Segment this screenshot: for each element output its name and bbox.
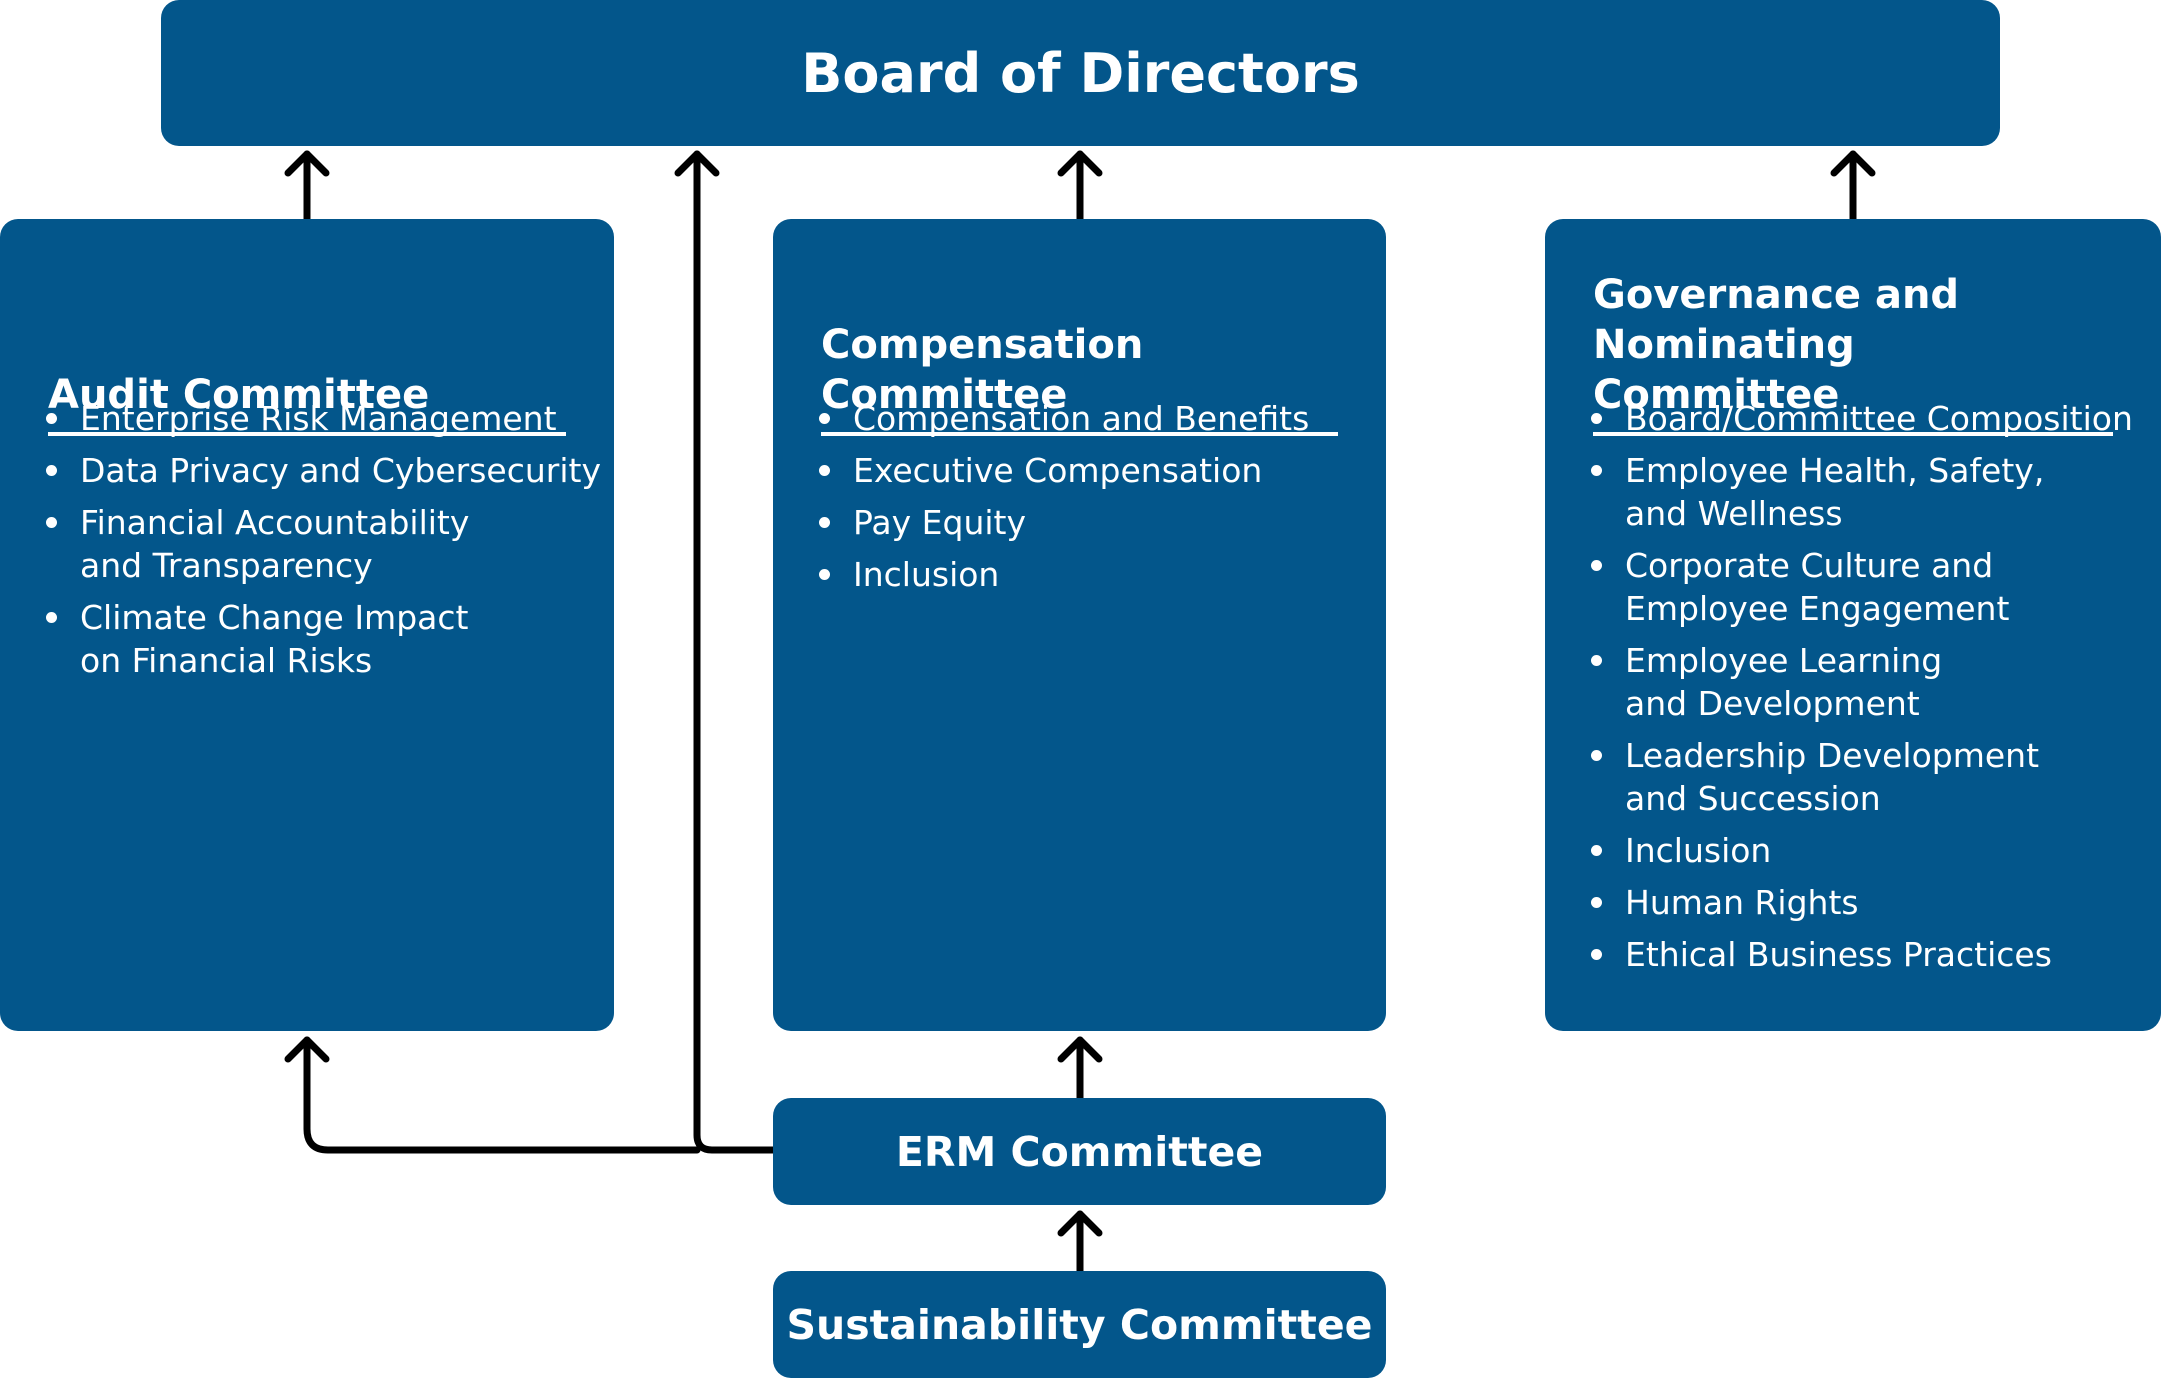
list-item: Executive Compensation (807, 449, 1382, 492)
arrowhead-governance-to-board (1830, 150, 1876, 177)
title-line: Governance and (1593, 272, 1960, 318)
list-item: Data Privacy and Cybersecurity (34, 449, 610, 492)
bullet-icon (46, 517, 57, 528)
governance-nominating-committee-box: Governance and Nominating Committee Boar… (1545, 219, 2161, 1031)
arrowhead-audit-to-board (284, 150, 330, 177)
bullet-icon (819, 517, 830, 528)
arrowhead-compensation-to-board (1057, 150, 1103, 177)
bullet-icon (819, 413, 830, 424)
bullet-icon (1591, 750, 1602, 761)
bullet-icon (1591, 845, 1602, 856)
arrowhead-sustainability-to-erm (1057, 1210, 1103, 1237)
bullet-icon (819, 569, 830, 580)
committee-title: Governance and Nominating Committee (1593, 270, 2113, 420)
arrow-erm-to-audit (303, 1036, 701, 1154)
committee-title-rule: Compensation Committee (821, 320, 1338, 436)
sustainability-committee-label: Sustainability Committee (786, 1300, 1373, 1349)
title-line: Audit Committee (48, 372, 430, 418)
title-line: Nominating Committee (1593, 322, 1855, 418)
arrowhead-erm-to-audit (284, 1036, 330, 1063)
sustainability-committee-box: Sustainability Committee (773, 1271, 1386, 1378)
bullet-icon (46, 413, 57, 424)
committee-title-rule: Governance and Nominating Committee (1593, 270, 2113, 436)
list-item: Enterprise Risk Management (34, 397, 610, 440)
arrowhead-erm-to-board (674, 150, 720, 177)
responsibility-list: Enterprise Risk Management Data Privacy … (34, 397, 610, 691)
board-of-directors-box: Board of Directors (161, 0, 2000, 146)
list-item: Board/Committee Composition (1579, 397, 2157, 440)
responsibility-list: Board/Committee Composition Employee Hea… (1579, 397, 2157, 985)
committee-title-rule: Audit Committee (48, 370, 566, 436)
bullet-icon (1591, 949, 1602, 960)
compensation-committee-box: Compensation Committee Compensation and … (773, 219, 1386, 1031)
list-item: Employee Health, Safety,and Wellness (1579, 449, 2157, 535)
audit-committee-box: Audit Committee Enterprise Risk Manageme… (0, 219, 614, 1031)
bullet-icon (1591, 465, 1602, 476)
list-item: Inclusion (1579, 829, 2157, 872)
bullet-icon (1591, 655, 1602, 666)
erm-committee-box: ERM Committee (773, 1098, 1386, 1205)
arrowhead-erm-to-compensation (1057, 1036, 1103, 1063)
erm-committee-label: ERM Committee (895, 1127, 1264, 1176)
list-item: Pay Equity (807, 501, 1382, 544)
arrow-erm-to-board (693, 150, 777, 1154)
bullet-icon (46, 465, 57, 476)
bullet-icon (1591, 560, 1602, 571)
title-line: Compensation Committee (821, 322, 1144, 418)
bullet-icon (819, 465, 830, 476)
bullet-icon (46, 612, 57, 623)
committee-title: Compensation Committee (821, 320, 1338, 420)
committee-title: Audit Committee (48, 370, 566, 420)
responsibility-list: Compensation and Benefits Executive Comp… (807, 397, 1382, 605)
list-item: Compensation and Benefits (807, 397, 1382, 440)
bullet-icon (1591, 897, 1602, 908)
list-item: Human Rights (1579, 881, 2157, 924)
list-item: Inclusion (807, 553, 1382, 596)
list-item: Ethical Business Practices (1579, 933, 2157, 976)
bullet-icon (1591, 413, 1602, 424)
board-of-directors-label: Board of Directors (801, 41, 1360, 105)
